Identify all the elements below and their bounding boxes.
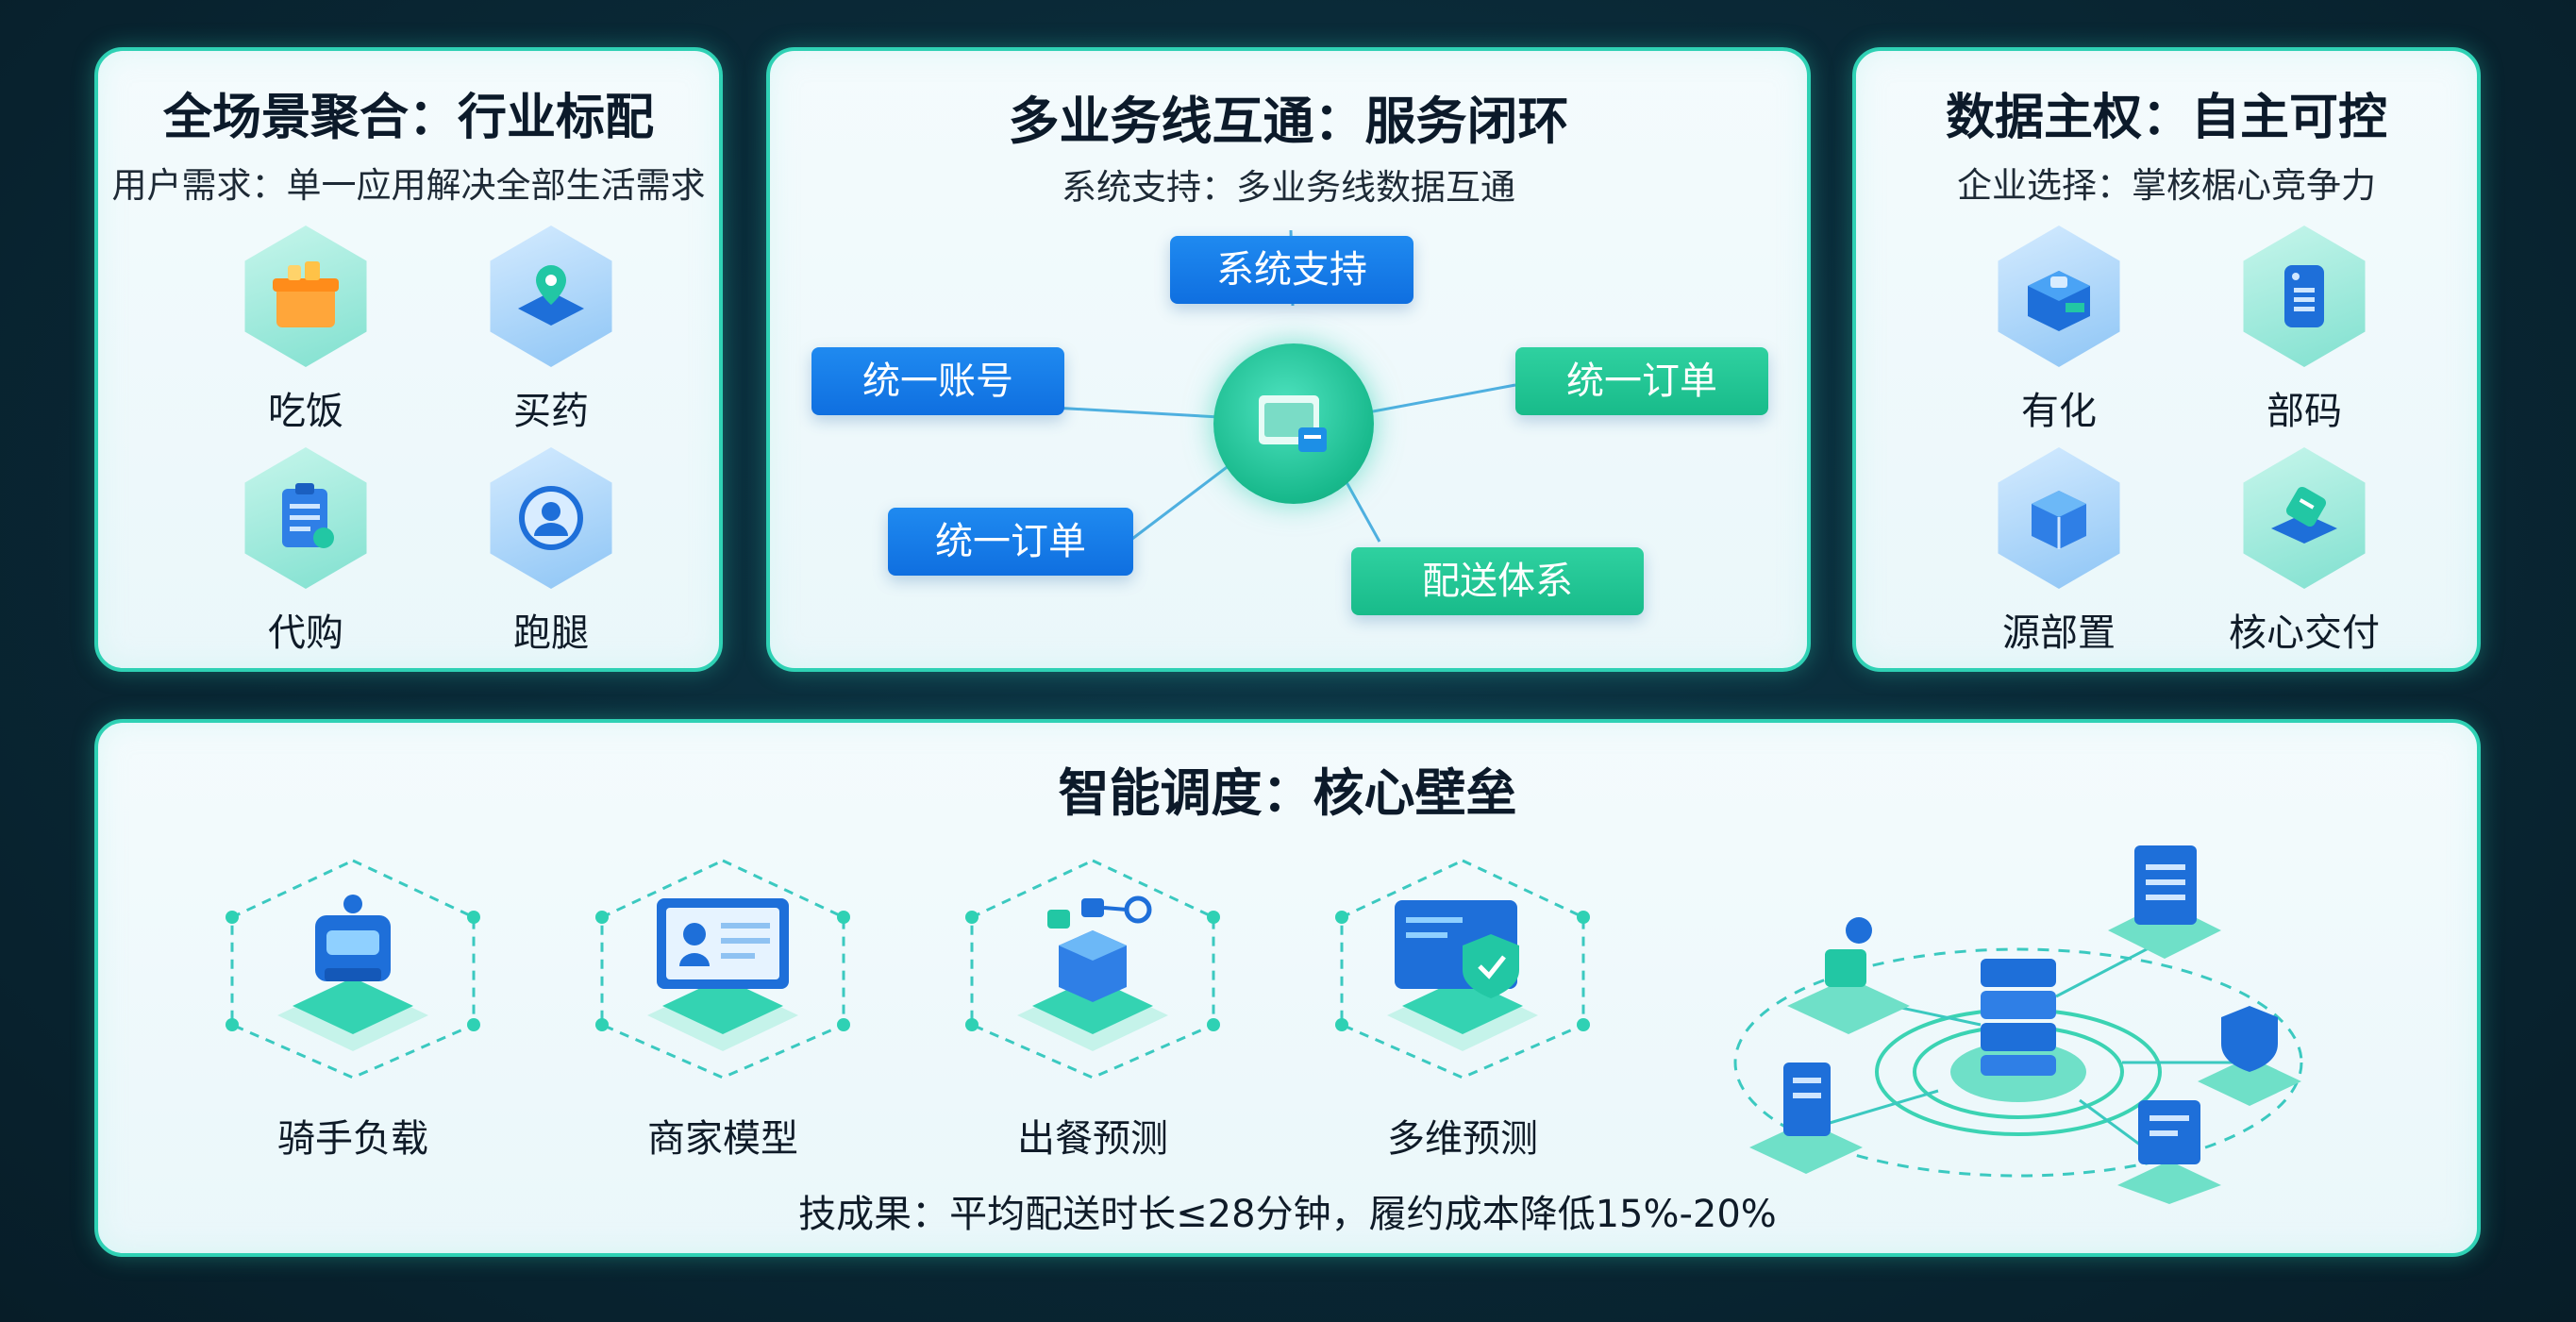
code-phone-icon [2243,226,2366,367]
courier-person-icon [490,447,612,589]
node-unified-account: 统一账号 [811,347,1064,415]
dispatch-item-merchant-model: 商家模型 [591,855,855,1163]
dispatch-panel: 智能调度：核心壁垒 骑手负载 [94,719,2481,1257]
cloud-box-icon [1998,226,2120,367]
business-title: 多业务线互通：服务闭环 [1008,92,1569,151]
node-unified-order-right: 统一订单 [1515,347,1768,415]
dispatch-result-text: 技成果：平均配送时长≤28分钟，履约成本降低15%-20% [798,1193,1777,1236]
robot-rider-icon [226,859,480,1079]
scene-item-proxy-buy: 代购 [211,447,400,657]
scene-label: 买药 [513,390,589,433]
data-item-3: 源部置 [1965,447,2153,657]
core-delivery-icon [2243,447,2366,589]
scenes-panel: 全场景聚合：行业标配 用户需求：单一应用解决全部生活需求 吃饭 买药 [94,47,723,672]
scene-item-pharmacy: 买药 [457,226,645,435]
data-title: 数据主权：自主可控 [1945,90,2387,146]
node-delivery-system: 配送体系 [1351,547,1644,615]
dispatch-label: 骑手负载 [277,1117,428,1161]
merchant-screen-icon [595,859,850,1079]
dispatch-item-multi-forecast: 多维预测 [1330,855,1595,1163]
data-label: 源部置 [2002,611,2116,655]
dispatch-item-meal-forecast: 出餐预测 [961,855,1225,1163]
data-label: 核心交付 [2229,611,2380,655]
scene-item-errand: 跑腿 [457,447,645,657]
scenes-subtitle: 用户需求：单一应用解决全部生活需求 [111,165,706,206]
scene-item-food: 吃饭 [211,226,400,435]
clipboard-icon [244,447,367,589]
deploy-cube-icon [1998,447,2120,589]
cube-network-icon [965,859,1220,1079]
scene-label: 跑腿 [513,611,589,655]
business-panel: 多业务线互通：服务闭环 系统支持：多业务线数据互通 系统支持 统一账号 统一订单… [766,47,1811,672]
data-item-4: 核心交付 [2210,447,2399,657]
data-item-1: 有化 [1965,226,2153,435]
data-subtitle: 企业选择：掌核椐心竞争力 [1957,165,2376,206]
data-label: 有化 [2021,390,2097,433]
business-subtitle: 系统支持：多业务线数据互通 [1062,167,1515,208]
scenes-title: 全场景聚合：行业标配 [162,90,654,146]
data-panel: 数据主权：自主可控 企业选择：掌核椐心竞争力 有化 部码 [1852,47,2481,672]
scene-label: 代购 [268,611,343,655]
food-box-icon [244,226,367,367]
pharmacy-pin-icon [490,226,612,367]
dispatch-item-rider-load: 骑手负载 [221,855,485,1163]
dispatch-label: 多维预测 [1387,1117,1538,1161]
node-unified-order-left: 统一订单 [888,508,1133,576]
data-label: 部码 [2267,390,2342,433]
server-hub-icon [1213,343,1374,504]
dispatch-label: 出餐预测 [1017,1117,1168,1161]
node-system-support: 系统支持 [1170,236,1413,304]
data-center-network-icon [1733,845,2303,1204]
scene-label: 吃饭 [268,390,343,433]
dispatch-title: 智能调度：核心壁垒 [1058,763,1517,823]
data-item-2: 部码 [2210,226,2399,435]
dispatch-label: 商家模型 [647,1117,798,1161]
shield-dashboard-icon [1335,859,1590,1079]
